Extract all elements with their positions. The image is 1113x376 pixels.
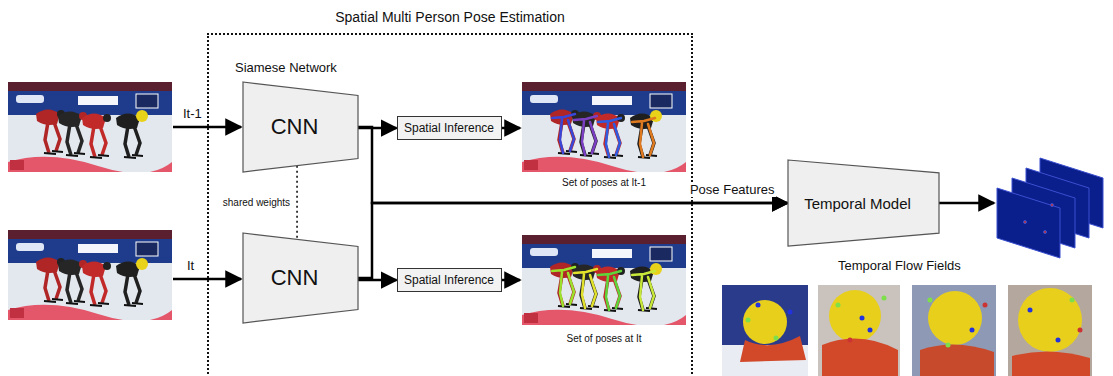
flow-field-stack — [997, 158, 1103, 258]
text-label: Siamese Network — [235, 60, 337, 75]
process-box: Spatial Inference — [397, 116, 502, 140]
pose-result-frame — [522, 82, 686, 173]
network-block: CNN — [243, 233, 358, 323]
node-label: Spatial Inference — [404, 121, 494, 135]
text-label: Set of poses at It-1 — [562, 177, 646, 188]
edge-label: shared weights — [222, 197, 291, 208]
node-label: Spatial Inference — [404, 273, 494, 287]
region-title: Spatial Multi Person Pose Estimation — [209, 9, 691, 25]
node-label: Temporal Model — [804, 195, 911, 212]
network-block: Temporal Model — [788, 160, 939, 246]
input-frame — [8, 82, 172, 173]
text-label: Temporal Flow Fields — [838, 258, 961, 273]
input-frame — [8, 230, 172, 321]
pose-result-frame — [522, 235, 686, 326]
node-label: CNN — [271, 265, 319, 291]
text-label: Set of poses at It — [566, 333, 641, 344]
edge-label: Pose Features — [689, 182, 776, 197]
shared-weights-link — [296, 166, 298, 240]
process-box: Spatial Inference — [397, 268, 502, 292]
text-label: It-1 — [183, 106, 202, 121]
text-label: It — [187, 258, 194, 273]
flow-arrow — [358, 203, 788, 278]
network-block: CNN — [243, 82, 358, 172]
flow-field-thumbnails — [722, 285, 1092, 376]
node-label: CNN — [271, 114, 319, 140]
